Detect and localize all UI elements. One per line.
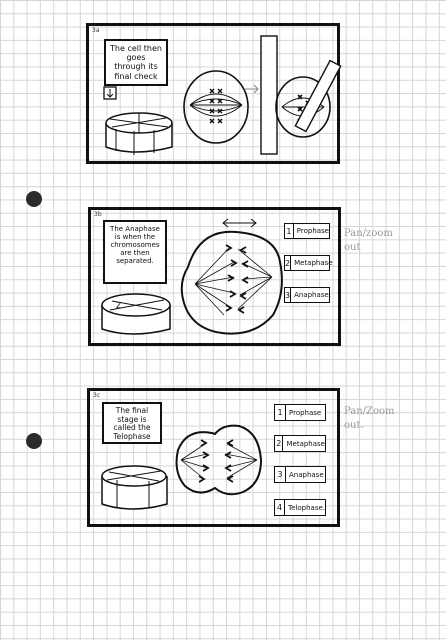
storyboard-frame-2: 3b The Anaphase is when the chromosomes … <box>88 207 341 346</box>
binder-hole-bottom <box>26 433 42 449</box>
stage-number: 1 <box>285 224 294 238</box>
caption-box: The final stage is called the Telophase <box>102 402 162 444</box>
stage-prophase-box: 1 Prophase <box>284 223 330 239</box>
stage-number: 4 <box>275 500 286 515</box>
storyboard-frame-3: 3c The final stage is called the Telopha… <box>87 388 340 527</box>
stage-anaphase-box: 3 Anaphase. <box>284 287 331 303</box>
stage-number: 3 <box>285 288 292 302</box>
frame-3-drawing <box>101 424 263 510</box>
storyboard-frame-1: 3a The cell then goes through its final … <box>86 23 342 164</box>
frame-2-drawing: Z <box>101 218 283 335</box>
stage-prophase-box: 1 Prophase <box>274 404 326 421</box>
stage-number: 3 <box>275 467 286 482</box>
svg-text:Z: Z <box>116 301 122 310</box>
frame-number: 3a <box>92 27 100 34</box>
caption-box: The Anaphase is when the chromosomes are… <box>103 220 167 284</box>
frame-number: 3c <box>93 392 101 399</box>
stage-label: Prophase <box>289 408 322 417</box>
stage-telophase-box: 4 Telophase. <box>274 499 326 516</box>
stage-label: Telophase. <box>288 503 325 512</box>
stage-anaphase-box: 3 Anaphase <box>274 466 326 483</box>
frame-number: 3b <box>94 211 102 218</box>
stage-label: Metaphase <box>286 439 325 448</box>
stage-label: Prophase <box>296 227 329 235</box>
stage-label: Anaphase. <box>294 291 331 299</box>
stage-label: Anaphase <box>289 470 324 479</box>
camera-direction-note: Pan/zoom out <box>344 228 393 253</box>
stage-number: 2 <box>275 436 284 451</box>
stage-metaphase-box: 2 Metaphase <box>274 435 326 452</box>
frame-1-drawing <box>103 35 342 155</box>
stage-metaphase-box: 2 Metaphase <box>284 255 333 271</box>
caption-box: The cell then goes through its final che… <box>104 39 168 86</box>
binder-hole-top <box>26 191 42 207</box>
stage-number: 2 <box>285 256 292 270</box>
stage-label: Metaphase <box>294 259 333 267</box>
stage-number: 1 <box>275 405 286 420</box>
camera-direction-note: Pan/Zoom out. <box>344 406 395 431</box>
